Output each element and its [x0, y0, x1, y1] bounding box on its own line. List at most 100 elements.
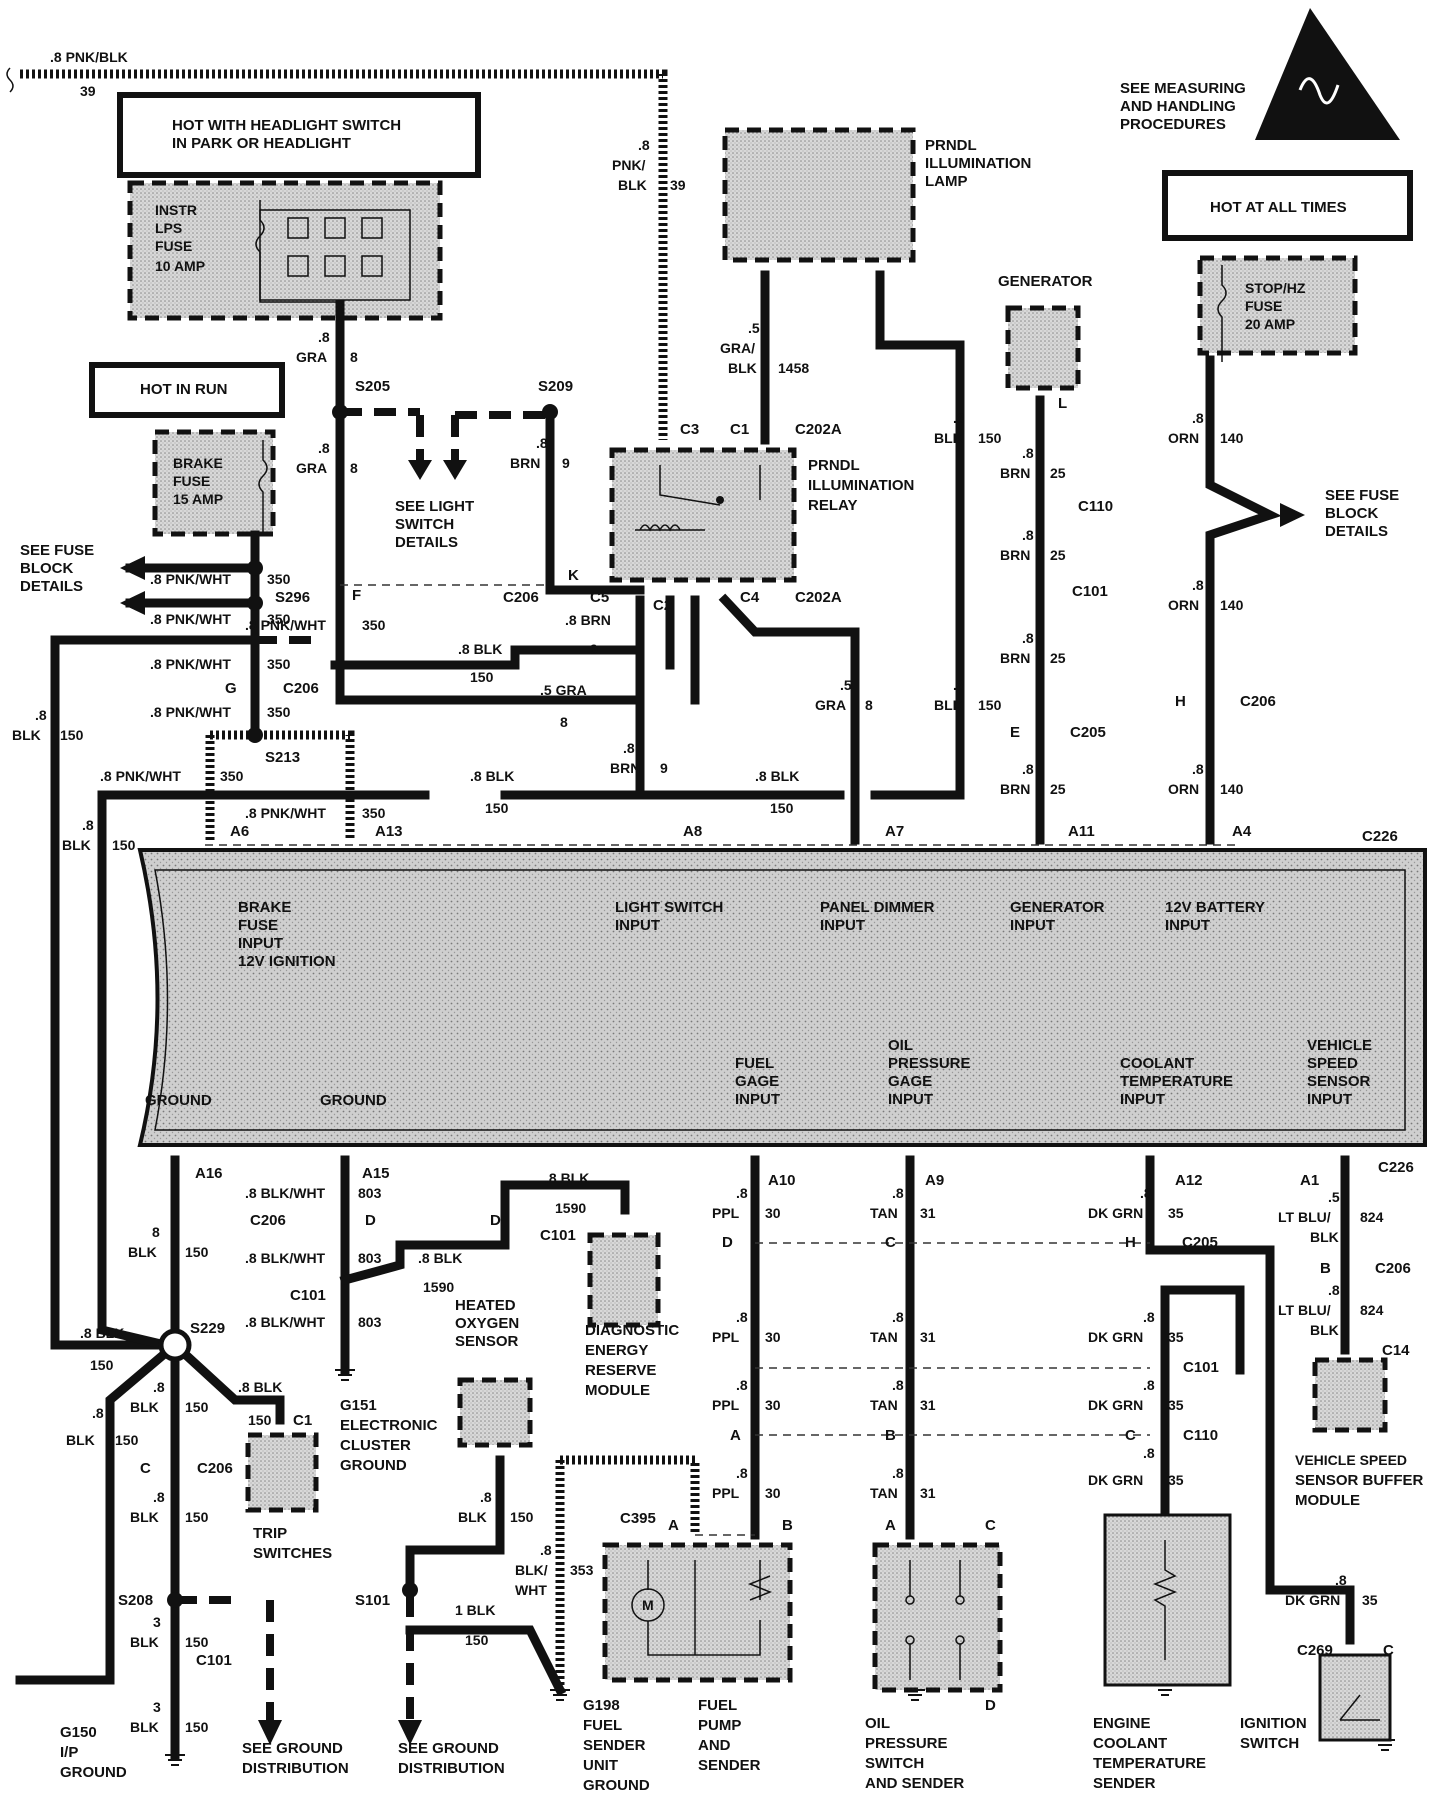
svg-text:BLK: BLK [128, 1244, 157, 1260]
svg-text:GROUND: GROUND [340, 1457, 407, 1474]
svg-text:C205: C205 [1070, 724, 1106, 741]
svg-text:MODULE: MODULE [1295, 1492, 1360, 1509]
svg-text:8: 8 [350, 349, 358, 365]
prndl-illumination-relay: PRNDL ILLUMINATION RELAY [609, 447, 914, 583]
svg-text:DISTRIBUTION: DISTRIBUTION [398, 1760, 505, 1777]
svg-text:803: 803 [358, 1250, 382, 1266]
svg-text:.8: .8 [1022, 761, 1034, 777]
svg-text:.8: .8 [736, 1377, 748, 1393]
svg-text:.8: .8 [1140, 1185, 1152, 1201]
svg-text:.8 PNK/WHT: .8 PNK/WHT [150, 704, 231, 720]
svg-text:AND SENDER: AND SENDER [865, 1775, 964, 1792]
svg-text:FUSE: FUSE [173, 473, 210, 489]
svg-text:C206: C206 [250, 1212, 286, 1229]
svg-text:A: A [885, 1517, 896, 1534]
svg-text:BLK: BLK [618, 177, 647, 193]
svg-text:INPUT: INPUT [1307, 1091, 1352, 1108]
svg-text:BRN: BRN [1000, 547, 1030, 563]
svg-text:35: 35 [1168, 1397, 1184, 1413]
svg-text:DETAILS: DETAILS [20, 578, 83, 595]
svg-text:PPL: PPL [712, 1485, 740, 1501]
svg-text:HOT WITH HEADLIGHT SWITCH: HOT WITH HEADLIGHT SWITCH [172, 117, 401, 134]
svg-text:VEHICLE SPEED: VEHICLE SPEED [1295, 1452, 1407, 1468]
svg-text:.8: .8 [953, 677, 965, 693]
svg-text:C226: C226 [1378, 1159, 1414, 1176]
svg-text:.8 PNK/WHT: .8 PNK/WHT [100, 768, 181, 784]
svg-text:A4: A4 [1232, 823, 1252, 840]
svg-text:150: 150 [185, 1634, 209, 1650]
svg-text:SEE LIGHT: SEE LIGHT [395, 498, 474, 515]
svg-text:C202A: C202A [795, 421, 842, 438]
svg-text:.8: .8 [35, 707, 47, 723]
svg-text:SENDER: SENDER [583, 1737, 646, 1754]
svg-text:L: L [1058, 395, 1067, 412]
cluster-input-labels: BRAKE FUSE INPUT 12V IGNITION LIGHT SWIT… [145, 899, 1372, 1109]
svg-text:20 AMP: 20 AMP [1245, 316, 1295, 332]
svg-text:140: 140 [1220, 597, 1244, 613]
svg-text:G: G [225, 680, 237, 697]
svg-text:PPL: PPL [712, 1397, 740, 1413]
svg-text:D: D [985, 1697, 996, 1714]
svg-text:350: 350 [267, 571, 291, 587]
svg-text:INPUT: INPUT [238, 935, 283, 952]
svg-text:ORN: ORN [1168, 781, 1199, 797]
svg-text:30: 30 [765, 1485, 781, 1501]
svg-text:G151: G151 [340, 1397, 377, 1414]
svg-text:PPL: PPL [712, 1329, 740, 1345]
svg-text:WHT: WHT [515, 1582, 547, 1598]
svg-text:35: 35 [1168, 1205, 1184, 1221]
wire-labels: .8 PNK/BLK 39 .8 PNK/ BLK 39 .5 GRA/ BLK… [12, 49, 1384, 1735]
svg-text:C101: C101 [1183, 1359, 1219, 1376]
svg-text:150: 150 [90, 1357, 114, 1373]
svg-text:.8: .8 [736, 1309, 748, 1325]
svg-text:C206: C206 [1240, 693, 1276, 710]
connector-labels: S205 S209 C3 C1 C202A C5 C2 C4 C202A S29… [118, 378, 1414, 1714]
svg-text:C101: C101 [540, 1227, 576, 1244]
svg-text:BLK: BLK [62, 837, 91, 853]
hot-all-times-header: HOT AT ALL TIMES [1162, 170, 1413, 241]
svg-text:.8: .8 [1192, 761, 1204, 777]
svg-text:F: F [352, 587, 361, 604]
svg-text:GAGE: GAGE [888, 1073, 932, 1090]
svg-text:BLK/: BLK/ [515, 1562, 548, 1578]
svg-text:ELECTRONIC: ELECTRONIC [340, 1417, 438, 1434]
svg-text:AND: AND [698, 1737, 731, 1754]
svg-text:150: 150 [185, 1244, 209, 1260]
svg-text:LAMP: LAMP [925, 173, 968, 190]
svg-text:SENSOR: SENSOR [455, 1333, 519, 1350]
svg-text:H: H [1175, 693, 1186, 710]
svg-text:30: 30 [765, 1205, 781, 1221]
svg-text:SEE MEASURING: SEE MEASURING [1120, 80, 1246, 97]
svg-text:STOP/HZ: STOP/HZ [1245, 280, 1306, 296]
svg-text:DETAILS: DETAILS [1325, 523, 1388, 540]
svg-text:TAN: TAN [870, 1397, 898, 1413]
svg-text:.8: .8 [318, 329, 330, 345]
svg-text:8: 8 [152, 1224, 160, 1240]
engine-coolant-temperature-sender [1103, 1513, 1232, 1687]
svg-text:B: B [1320, 1260, 1331, 1277]
svg-text:350: 350 [267, 611, 291, 627]
svg-text:BLK: BLK [12, 727, 41, 743]
svg-text:31: 31 [920, 1397, 936, 1413]
svg-text:150: 150 [248, 1412, 272, 1428]
svg-text:BRN: BRN [1000, 465, 1030, 481]
svg-text:150: 150 [770, 800, 794, 816]
vehicle-speed-sensor-buffer-module [1312, 1357, 1388, 1433]
svg-text:A16: A16 [195, 1165, 223, 1182]
svg-text:350: 350 [267, 704, 291, 720]
svg-text:39: 39 [80, 83, 96, 99]
svg-text:.8 BLK: .8 BLK [418, 1250, 462, 1266]
svg-text:150: 150 [185, 1509, 209, 1525]
svg-text:FUEL: FUEL [735, 1055, 774, 1072]
svg-text:C395: C395 [620, 1510, 656, 1527]
svg-text:DETAILS: DETAILS [395, 534, 458, 551]
svg-text:I/P: I/P [60, 1744, 78, 1761]
svg-text:.5: .5 [1328, 1189, 1340, 1205]
wires-top [6, 67, 1305, 1351]
svg-text:B: B [782, 1517, 793, 1534]
svg-text:C: C [1125, 1427, 1136, 1444]
svg-text:353: 353 [570, 1562, 594, 1578]
svg-text:1458: 1458 [778, 360, 809, 376]
svg-text:UNIT: UNIT [583, 1757, 618, 1774]
ignition-switch [1318, 1653, 1392, 1742]
